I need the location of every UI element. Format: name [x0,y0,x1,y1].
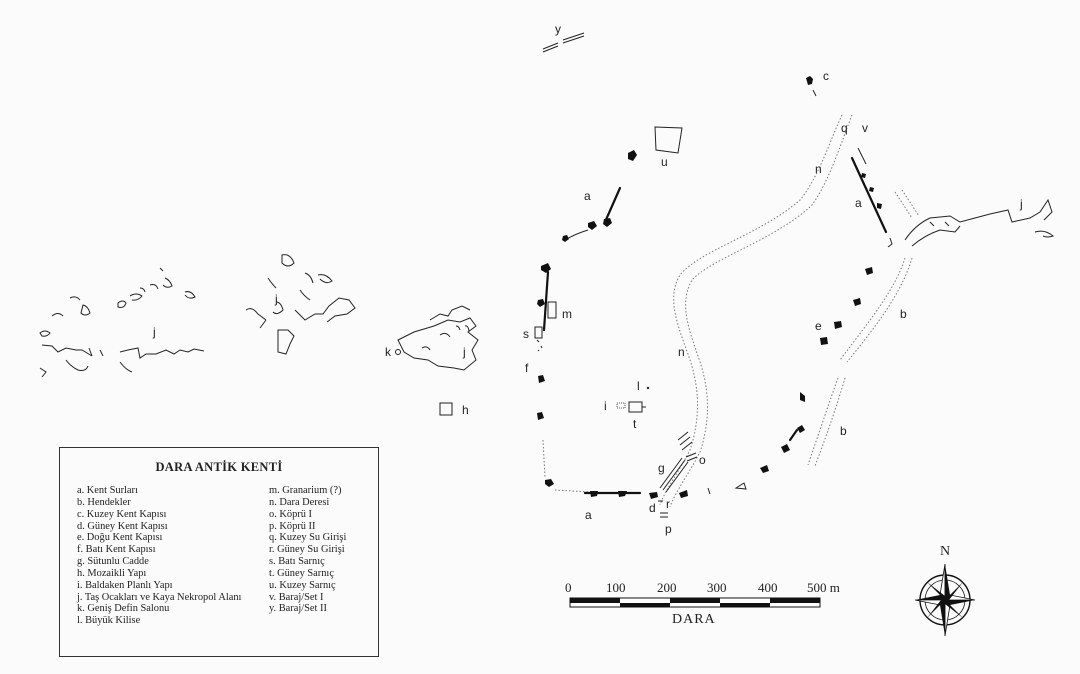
legend-item: h. Mozaikli Yapı [77,567,147,579]
label-s: s [523,327,529,341]
north-cistern-u [654,126,683,154]
dara-river [659,114,853,508]
label-j-middle: j [274,292,278,306]
moat-b [807,189,920,467]
quarry-j-middle [245,254,356,355]
label-m: m [562,307,572,321]
scale-tick: 0 [565,580,572,595]
scale-tick: 300 [707,580,727,595]
quarry-j-k [397,305,479,371]
quarry-j-west [39,267,205,378]
dam-v [857,147,867,165]
label-i: i [604,399,607,413]
legend-item: p. Köprü II [269,520,316,532]
scale-tick: 500 m [807,580,840,595]
legend-item: e. Doğu Kent Kapısı [77,532,163,544]
legend-item: y. Baraj/Set II [269,603,327,615]
scale-caption: DARA [672,612,716,627]
legend-item: f. Batı Kent Kapısı [77,544,156,556]
legend-item: l. Büyük Kilise [77,615,141,627]
label-b-lower: b [840,424,847,438]
south-cistern-t [628,401,643,413]
label-b-upper: b [900,307,907,321]
bridge-o [685,452,698,462]
legend-item: q. Kuzey Su Girişi [269,532,347,544]
granarium-m [547,301,557,319]
label-a-s: a [585,508,592,522]
label-g: g [658,461,665,475]
legend-item: u. Kuzey Sarnıç [269,579,336,591]
quarry-j-east [904,198,1054,247]
legend-item: j. Taş Ocakları ve Kaya Nekropol Alanı [77,591,242,603]
label-n-lower: n [678,345,685,359]
scale-tick: 200 [657,580,677,595]
legend-item: r. Güney Su Girişi [269,544,345,556]
legend-item: m. Granarium (?) [269,485,342,496]
legend-item: a. Kent Surları [77,485,138,496]
label-n-upper: n [815,162,822,176]
label-f: f [525,361,529,375]
label-y: y [555,22,561,36]
label-l: l [637,379,640,393]
legend-item: o. Köprü I [269,508,312,520]
dam-y [542,32,585,53]
legend-item: g. Sütunlu Cadde [77,556,149,568]
legend-item: v. Baraj/Set I [269,591,324,603]
legend: DARA ANTİK KENTİ a. Kent Surları b. Hend… [59,447,379,657]
scale-tick: 100 [606,580,626,595]
label-c: c [823,69,829,83]
label-q: q [841,121,848,135]
label-j-east: j [1019,197,1023,211]
label-k: k [385,345,392,359]
label-t: t [633,417,637,431]
label-u: u [661,155,668,169]
mosaic-building-h [439,402,453,416]
legend-item: d. Güney Kent Kapısı [77,520,168,532]
label-a-e: a [855,196,862,210]
label-r: r [666,497,670,511]
scale-tick: 400 [758,580,778,595]
city-walls-east [820,156,893,345]
legend-item: t. Güney Sarnıç [269,567,334,579]
label-o: o [699,453,706,467]
label-v: v [862,121,868,135]
burial-hall-k [395,349,401,355]
city-walls-south [554,392,805,499]
bridge-p [660,512,668,518]
legend-column-left: a. Kent Surları b. Hendekler c. Kuzey Ke… [77,485,241,627]
label-p: p [665,522,672,536]
label-e: e [815,319,822,333]
label-j-k: j [462,345,466,359]
colonnaded-street-g [659,431,693,493]
label-d: d [649,501,656,515]
legend-column-right: m. Granarium (?) n. Dara Deresi o. Köprü… [269,485,346,615]
north-label: N [940,544,951,559]
west-cistern-s [534,326,543,339]
legend-item: s. Batı Sarnıç [269,556,325,568]
legend-item: i. Baldaken Planlı Yapı [77,579,173,591]
great-church-l [646,386,650,390]
compass-rose-icon [914,563,976,637]
north-gate-c [806,76,813,85]
label-h: h [462,403,469,417]
city-walls-west [536,150,637,487]
legend-item: n. Dara Deresi [269,496,330,508]
label-a-nw: a [584,189,591,203]
baldachin-structure-i [616,402,626,409]
legend-title: DARA ANTİK KENTİ [155,460,283,474]
legend-item: k. Geniş Defin Salonu [77,603,170,615]
legend-item: b. Hendekler [77,496,131,508]
scale-bar [569,597,821,608]
label-j-west: j [152,325,156,339]
legend-item: c. Kuzey Kent Kapısı [77,508,167,520]
